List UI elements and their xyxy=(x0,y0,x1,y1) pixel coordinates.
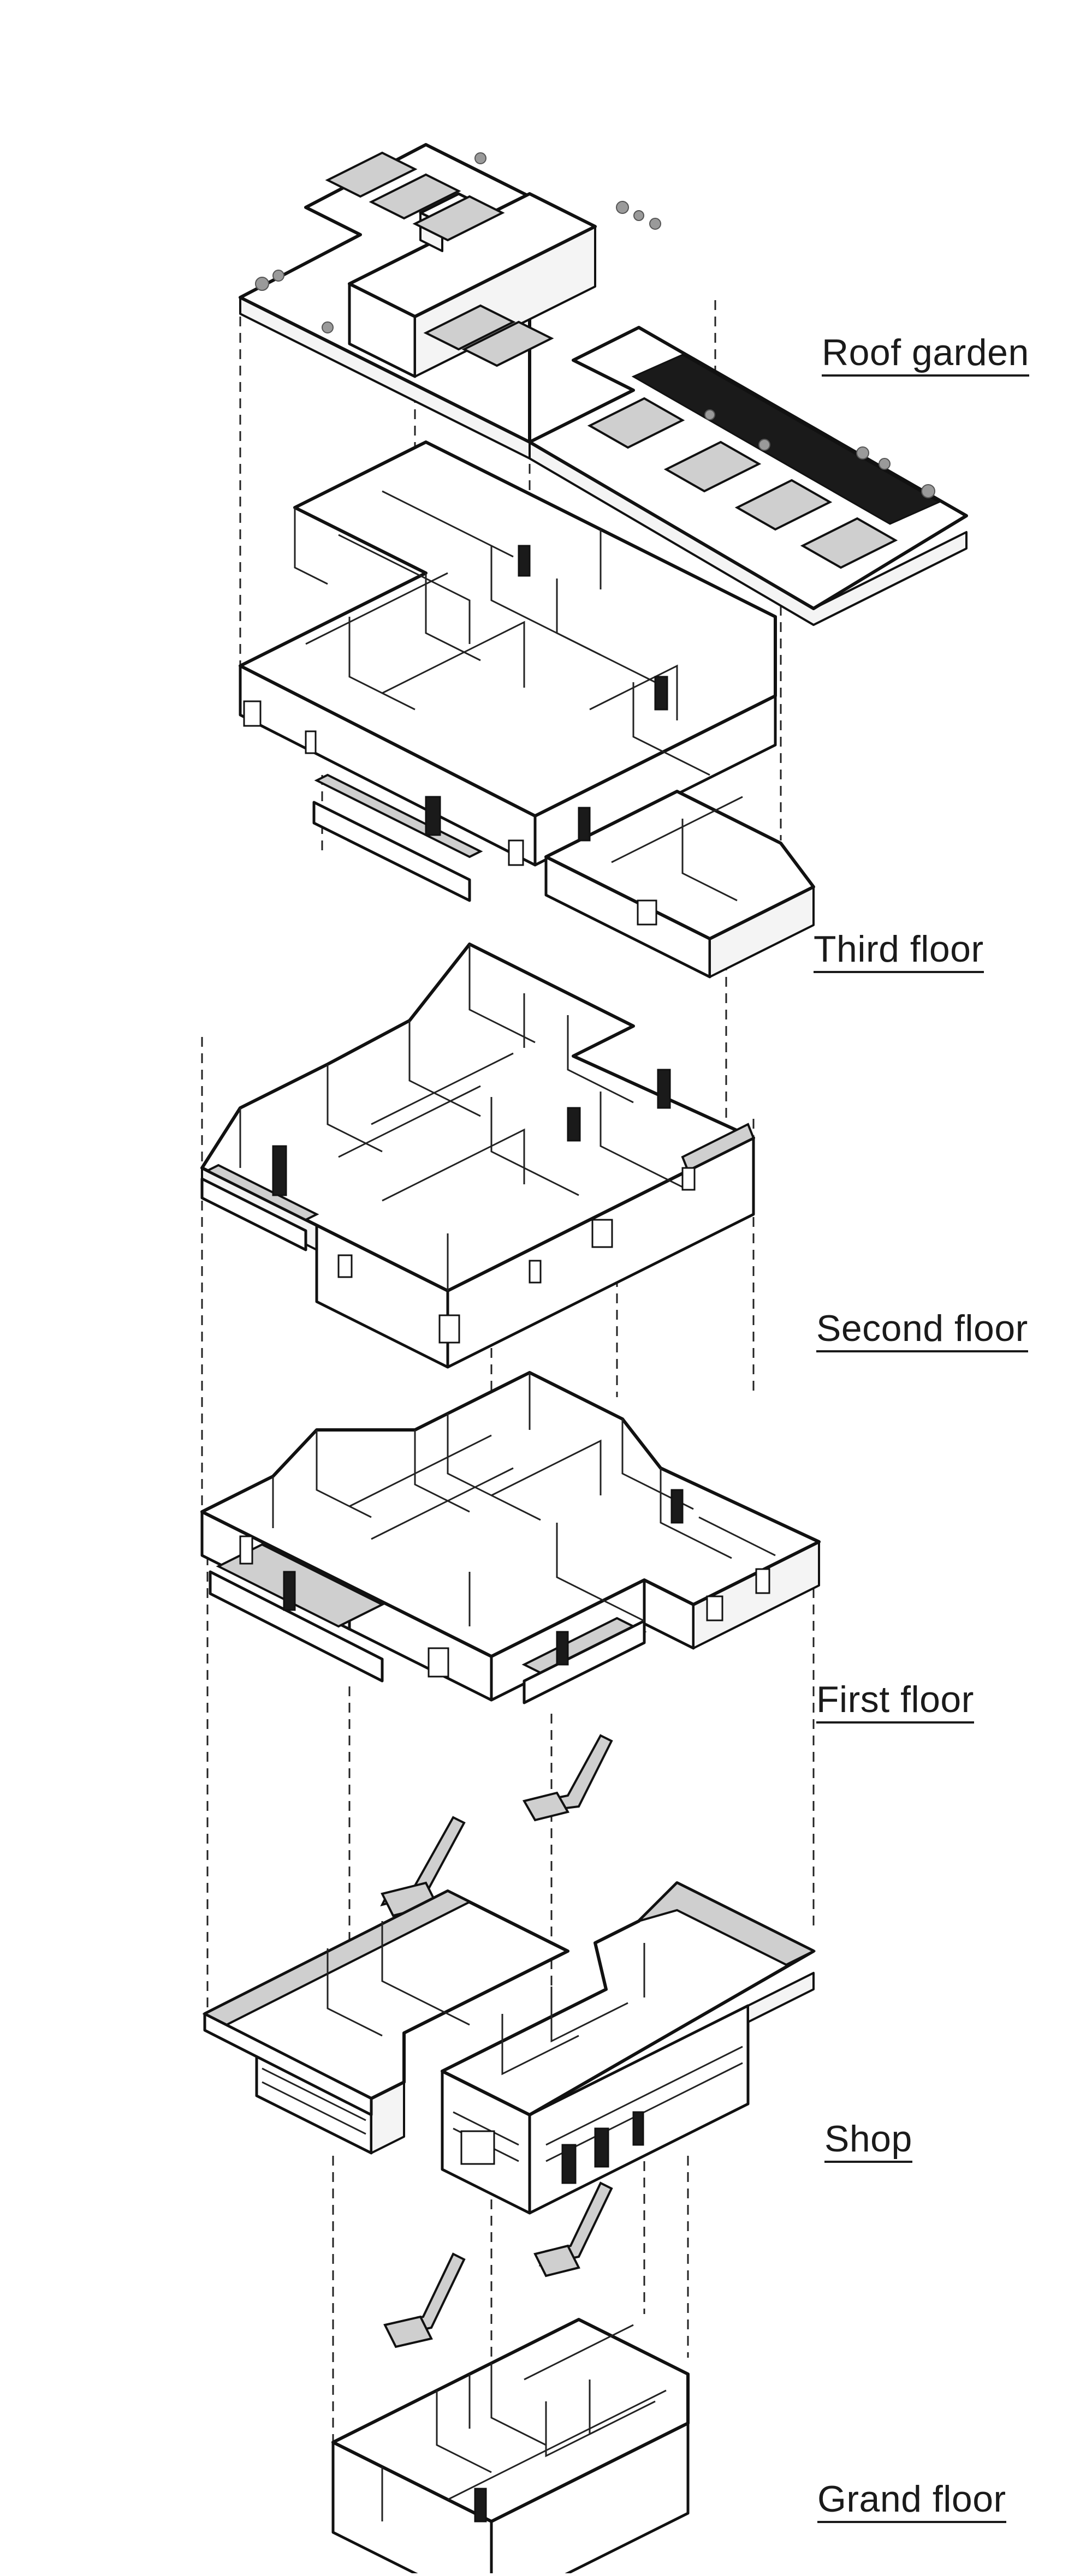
stairs-lower xyxy=(383,2181,613,2348)
ground-floor-level xyxy=(331,2318,690,2576)
first-floor-level xyxy=(200,1371,821,1704)
stairs-upper xyxy=(380,1734,613,1917)
level-label-roof-garden: Roof garden xyxy=(822,334,1029,377)
level-label-second-floor: Second floor xyxy=(816,1310,1028,1352)
second-floor-level xyxy=(200,943,755,1369)
level-label-third-floor: Third floor xyxy=(814,931,984,973)
level-label-first-floor: First floor xyxy=(816,1681,974,1724)
roof-garden-level xyxy=(239,143,968,626)
level-label-grand-floor: Grand floor xyxy=(817,2480,1006,2523)
third-floor-level xyxy=(239,440,815,979)
level-label-shop: Shop xyxy=(824,2120,912,2163)
shop-level xyxy=(202,1881,816,2215)
